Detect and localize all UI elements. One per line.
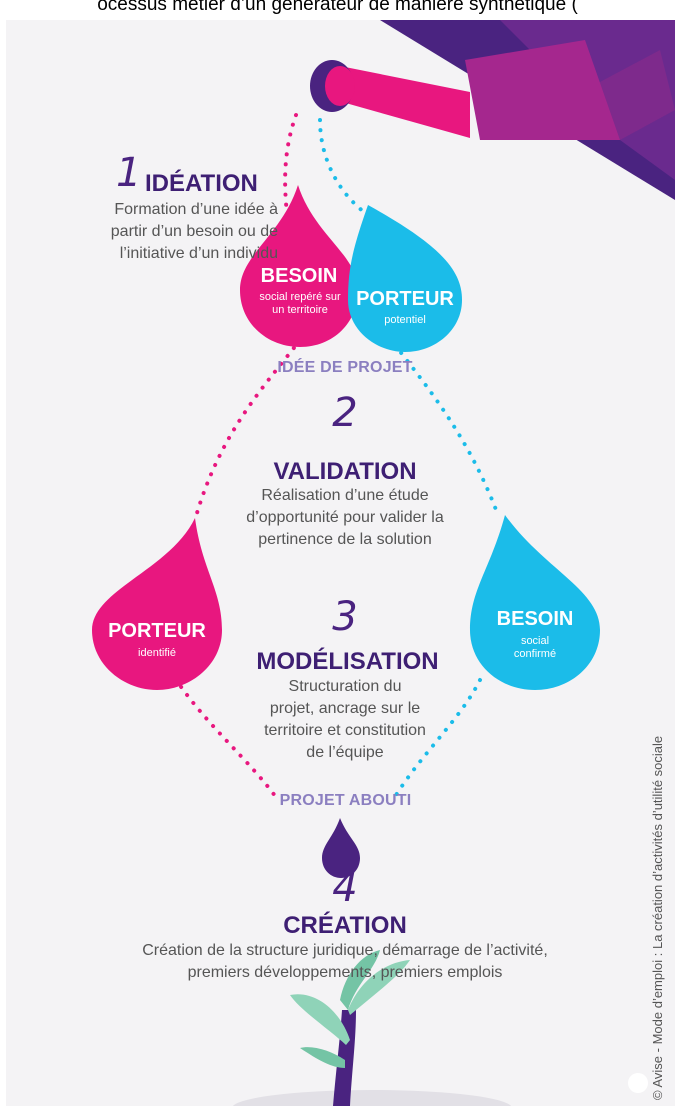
stage-2-number: 2 <box>332 390 358 436</box>
milestone-projet-abouti: PROJET ABOUTI <box>279 792 412 809</box>
stage-1-title: IDÉATION <box>145 170 258 197</box>
besoin-right-title: BESOIN <box>496 608 574 630</box>
stage-2-description-line: d’opportunité pour valider la <box>246 509 444 526</box>
projet-abouti-drop <box>322 818 360 878</box>
stage-1-number: 1 <box>116 150 142 196</box>
stage-3-description-line: Structuration du <box>288 678 402 695</box>
porteur-drop-left <box>92 518 222 690</box>
stage-3-number: 3 <box>332 594 358 640</box>
porteur-left-subtitle: identifié <box>138 647 176 659</box>
porteur-top-title: PORTEUR <box>356 288 454 310</box>
besoin-drop-right <box>470 515 600 690</box>
besoin-top-title: BESOIN <box>260 265 338 287</box>
porteur-left-title: PORTEUR <box>108 620 206 642</box>
stage-2-description-line: pertinence de la solution <box>258 531 432 548</box>
stage-3-description-line: de l’équipe <box>306 744 384 761</box>
stage-4-description-line: Création de la structure juridique, déma… <box>142 942 548 959</box>
stage-3-description-line: territoire et constitution <box>264 722 426 739</box>
stage-1-description: Formation d’une idée à partir d’un besoi… <box>58 199 278 265</box>
stage-3-description-line: projet, ancrage sur le <box>269 700 421 717</box>
sprout-icon <box>232 950 512 1106</box>
stage-1-description-line: Formation d’une idée à <box>114 201 278 218</box>
besoin-top-subtitle: social repéré sur un territoire <box>259 291 341 316</box>
stage-4-description-line: premiers développements, premiers emploi… <box>187 964 503 981</box>
stage-3-title: MODÉLISATION <box>256 648 439 675</box>
stage-1-description-line: partir d’un besoin ou de <box>110 223 278 240</box>
copyright-text: © Avise - Mode d’emploi : La création d’… <box>650 735 665 1100</box>
stage-4-description: Création de la structure juridique, déma… <box>110 940 580 984</box>
stage-2-description-line: Réalisation d’une étude <box>261 487 429 504</box>
caption-text: ocessus métier d’un générateur de manièr… <box>97 0 578 15</box>
besoin-drop-top <box>240 185 358 347</box>
watering-can-icon <box>310 20 675 200</box>
porteur-top-subtitle: potentiel <box>384 314 426 326</box>
stage-2-description: Réalisation d’une étude d’opportunité po… <box>225 485 465 551</box>
stage-1-description-line: l’initiative d’un individu <box>119 245 278 262</box>
stage-4-number: 4 <box>332 865 358 911</box>
porteur-drop-top <box>348 205 462 352</box>
milestone-idee-de-projet: IDÉE DE PROJET <box>277 359 413 376</box>
stage-2-title: VALIDATION <box>273 458 417 485</box>
stage-3-description: Structuration du projet, ancrage sur le … <box>245 676 445 764</box>
infographic-background <box>6 20 675 1106</box>
stage-4-title: CRÉATION <box>283 912 407 939</box>
besoin-right-subtitle: social confirmé <box>513 635 557 660</box>
